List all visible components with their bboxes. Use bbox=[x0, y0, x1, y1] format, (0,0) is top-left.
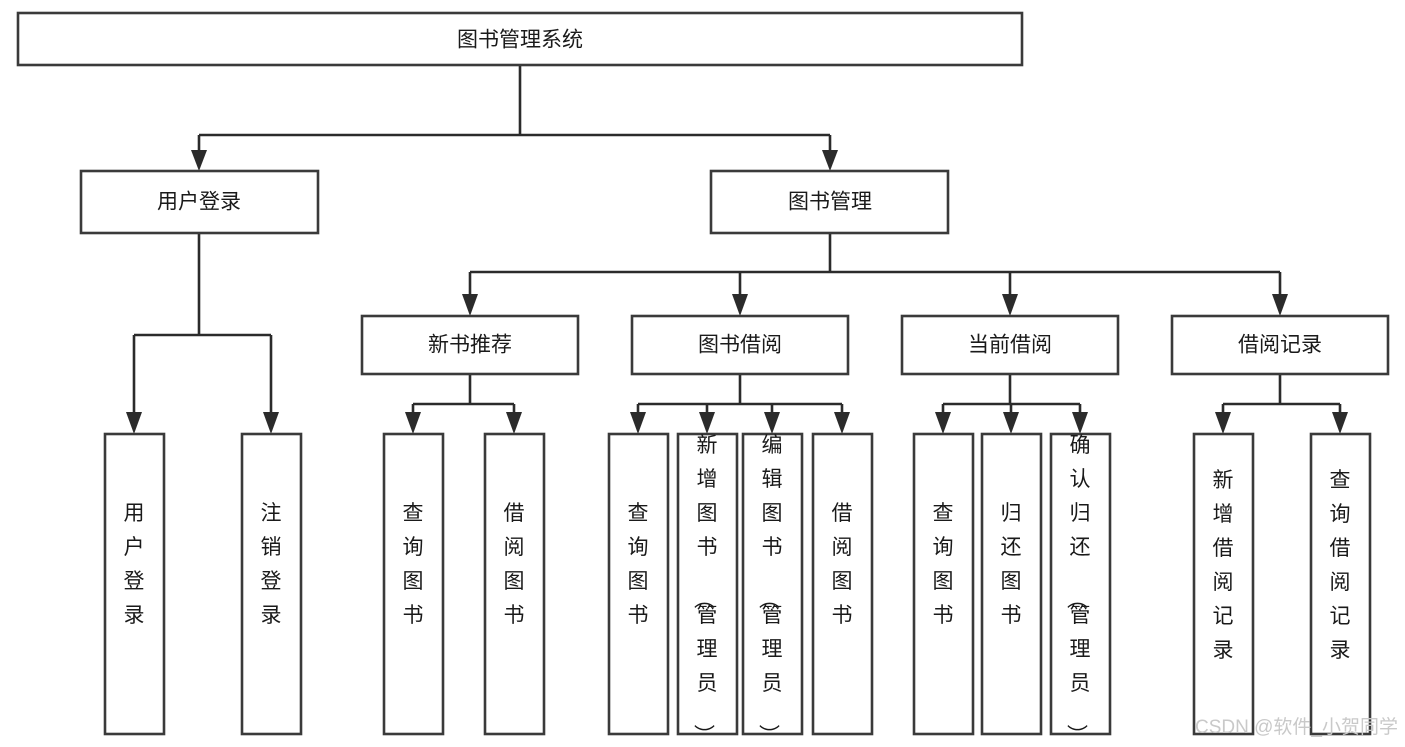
node-leaf-user-login-box[interactable] bbox=[103, 432, 166, 736]
node-user-login[interactable]: 用户登录 bbox=[79, 169, 320, 235]
node-leaf-query-record-label: 查询借阅记录 bbox=[1330, 469, 1351, 662]
node-leaf-add-book[interactable]: 新增图书（管理员） bbox=[676, 432, 739, 745]
node-leaf-query-record-box[interactable] bbox=[1309, 432, 1372, 736]
node-leaf-query-book-1-box[interactable] bbox=[382, 432, 445, 736]
arrow-to-book-management bbox=[822, 150, 838, 171]
node-leaf-query-book-2-label: 查询图书 bbox=[628, 502, 649, 627]
node-root[interactable]: 图书管理系统 bbox=[16, 11, 1024, 67]
node-current-borrow[interactable]: 当前借阅 bbox=[900, 314, 1120, 376]
node-book-management[interactable]: 图书管理 bbox=[709, 169, 950, 235]
node-borrow-record[interactable]: 借阅记录 bbox=[1170, 314, 1390, 376]
watermark-label: CSDN @软件_小贺同学 bbox=[1195, 716, 1398, 738]
node-borrow-record-box[interactable] bbox=[1170, 314, 1390, 376]
node-new-book-recommend-label: 新书推荐 bbox=[428, 334, 512, 357]
arrow-to-user-login bbox=[191, 150, 207, 171]
node-leaf-logout-login-label: 注销登录 bbox=[261, 502, 282, 627]
node-leaf-borrow-book-2-box[interactable] bbox=[811, 432, 874, 736]
node-leaf-return-book[interactable]: 归还图书 bbox=[980, 432, 1043, 736]
arrow-to-leaf-borrow-book-2 bbox=[834, 412, 850, 434]
arrow-to-leaf-query-record bbox=[1332, 412, 1348, 434]
node-leaf-add-record-label: 新增借阅记录 bbox=[1213, 469, 1234, 662]
node-leaf-query-book-3[interactable]: 查询图书 bbox=[912, 432, 975, 736]
node-leaf-add-record-box[interactable] bbox=[1192, 432, 1255, 736]
arrow-to-leaf-add-record bbox=[1215, 412, 1231, 434]
arrow-to-current-borrow bbox=[1002, 294, 1018, 316]
node-leaf-borrow-book-1[interactable]: 借阅图书 bbox=[483, 432, 546, 736]
node-leaf-logout-login-box[interactable] bbox=[240, 432, 303, 736]
node-leaf-return-book-box[interactable] bbox=[980, 432, 1043, 736]
node-leaf-query-book-1-label: 查询图书 bbox=[403, 502, 424, 627]
node-leaf-edit-book[interactable]: 编辑图书（管理员） bbox=[741, 432, 804, 745]
connector-group-user-login bbox=[126, 233, 279, 434]
node-leaf-borrow-book-1-label: 借阅图书 bbox=[504, 502, 525, 627]
node-book-management-box[interactable] bbox=[709, 169, 950, 235]
connector-group-root bbox=[191, 65, 838, 171]
node-leaf-confirm-return[interactable]: 确认归还（管理员） bbox=[1049, 432, 1112, 745]
node-book-borrow[interactable]: 图书借阅 bbox=[630, 314, 850, 376]
node-book-borrow-box[interactable] bbox=[630, 314, 850, 376]
node-leaf-add-record[interactable]: 新增借阅记录 bbox=[1192, 432, 1255, 736]
node-leaf-query-book-1[interactable]: 查询图书 bbox=[382, 432, 445, 736]
node-user-login-label: 用户登录 bbox=[157, 191, 241, 214]
arrow-to-leaf-confirm-return bbox=[1072, 412, 1088, 434]
connector-group-new-book-recommend bbox=[405, 374, 522, 434]
node-leaf-borrow-book-2-label: 借阅图书 bbox=[832, 502, 853, 627]
node-book-borrow-label: 图书借阅 bbox=[698, 334, 782, 357]
node-leaf-add-book-box[interactable] bbox=[676, 432, 739, 736]
node-book-management-label: 图书管理 bbox=[788, 191, 872, 214]
node-leaf-confirm-return-box[interactable] bbox=[1049, 432, 1112, 736]
node-leaf-return-book-label: 归还图书 bbox=[1001, 502, 1022, 627]
arrow-to-leaf-query-book-2 bbox=[630, 412, 646, 434]
arrow-to-leaf-query-book-3 bbox=[935, 412, 951, 434]
node-root-label: 图书管理系统 bbox=[457, 29, 583, 52]
node-leaf-query-book-2[interactable]: 查询图书 bbox=[607, 432, 670, 736]
node-leaf-logout-login[interactable]: 注销登录 bbox=[240, 432, 303, 736]
node-leaf-query-record[interactable]: 查询借阅记录 bbox=[1309, 432, 1372, 736]
node-leaf-query-book-3-label: 查询图书 bbox=[933, 502, 954, 627]
node-user-login-box[interactable] bbox=[79, 169, 320, 235]
node-borrow-record-label: 借阅记录 bbox=[1238, 334, 1322, 357]
node-leaf-query-book-2-box[interactable] bbox=[607, 432, 670, 736]
node-new-book-recommend-box[interactable] bbox=[360, 314, 580, 376]
node-current-borrow-label: 当前借阅 bbox=[968, 334, 1052, 357]
arrow-to-leaf-add-book bbox=[699, 412, 715, 434]
node-leaf-borrow-book-2[interactable]: 借阅图书 bbox=[811, 432, 874, 736]
node-current-borrow-box[interactable] bbox=[900, 314, 1120, 376]
connector-group-book-borrow bbox=[630, 374, 850, 434]
arrow-to-leaf-edit-book bbox=[764, 412, 780, 434]
arrow-to-new-book-recommend bbox=[462, 294, 478, 316]
node-root-box[interactable] bbox=[16, 11, 1024, 67]
arrow-to-leaf-logout-login bbox=[263, 412, 279, 434]
arrow-to-leaf-borrow-book-1 bbox=[506, 412, 522, 434]
node-leaf-borrow-book-1-box[interactable] bbox=[483, 432, 546, 736]
node-leaf-edit-book-label: 编辑图书（管理员） bbox=[757, 434, 783, 745]
connector-group-current-borrow bbox=[935, 374, 1088, 434]
node-new-book-recommend[interactable]: 新书推荐 bbox=[360, 314, 580, 376]
node-leaf-edit-book-box[interactable] bbox=[741, 432, 804, 736]
node-leaf-add-book-label: 新增图书（管理员） bbox=[692, 434, 718, 745]
node-leaf-user-login[interactable]: 用户登录 bbox=[103, 432, 166, 736]
connector-group-book-management bbox=[462, 233, 1288, 316]
arrow-to-leaf-user-login bbox=[126, 412, 142, 434]
arrow-to-borrow-record bbox=[1272, 294, 1288, 316]
connector-group-borrow-record bbox=[1215, 374, 1348, 434]
arrow-to-leaf-query-book-1 bbox=[405, 412, 421, 434]
node-leaf-confirm-return-label: 确认归还（管理员） bbox=[1065, 434, 1091, 745]
arrow-to-leaf-return-book bbox=[1003, 412, 1019, 434]
arrow-to-book-borrow bbox=[732, 294, 748, 316]
node-leaf-user-login-label: 用户登录 bbox=[124, 502, 145, 627]
node-leaf-query-book-3-box[interactable] bbox=[912, 432, 975, 736]
